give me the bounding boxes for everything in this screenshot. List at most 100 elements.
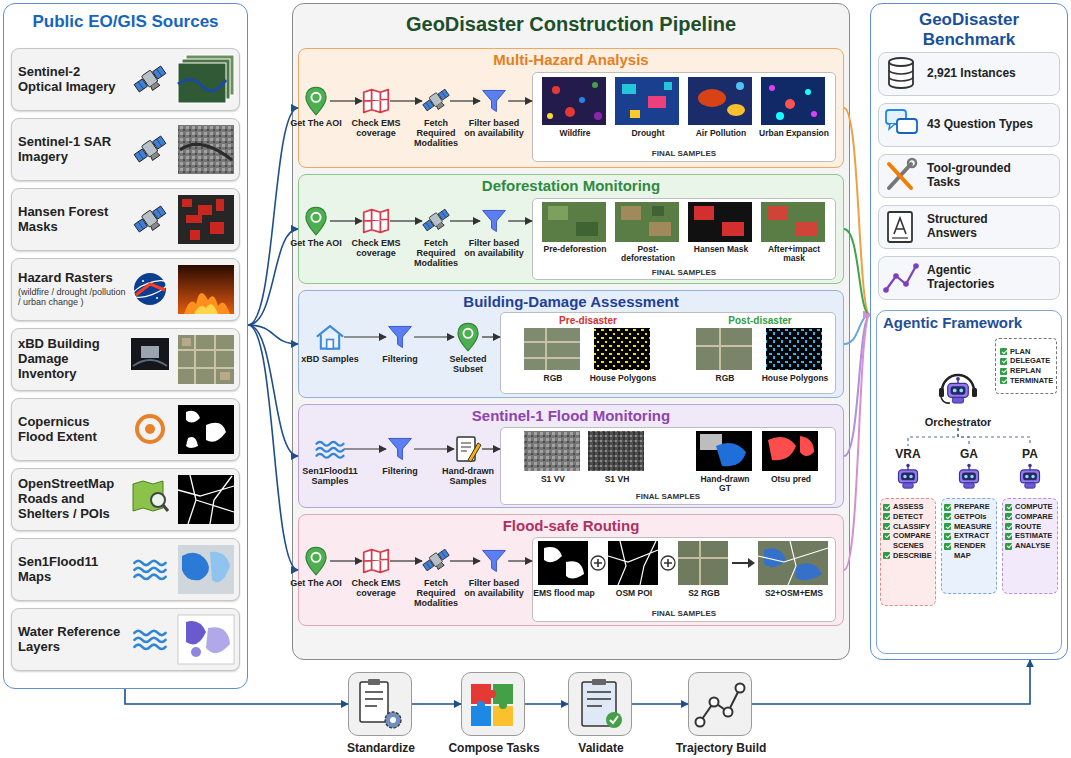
node-label: VRA [895,447,920,461]
source-box: Water Reference Layers [11,608,240,671]
node-label: FINAL SAMPLES [533,268,835,277]
node-label: PREPARE [943,502,995,512]
flow-arrow [632,703,688,705]
node-label: Multi-Hazard Analysis [493,51,648,68]
source-box: OpenStreetMap Roads and Shelters / POIs [11,468,240,531]
node-label: Orchestrator [925,416,992,428]
node-label: Get The AOI [286,119,346,129]
pipeline-step: xBD Samples [316,322,344,352]
node-label: Get The AOI [286,579,346,589]
source-box: Sentinel-2 Optical Imagery [11,48,240,111]
node-label: Fetch Required Modalities [406,119,466,149]
source-box: Sen1Flood11 Maps [11,538,240,601]
tool-list: PREPAREGETPOIsMEASUREEXTRACTRENDER MAP [941,498,997,594]
flow-arrow [412,703,461,705]
node-label: RGB [691,374,759,383]
source-box: Sentinel-1 SAR Imagery [11,118,240,181]
node-label: Compose Tasks [432,741,556,755]
node-label: PA [1022,447,1038,461]
stat-card: 43 Question Types [878,103,1060,147]
flow-arrow [248,108,298,325]
node-label: Deforestation Monitoring [482,177,660,194]
final-samples: Pre-deforestionPost-deforestationHansen … [532,198,836,280]
node-label: GeoDisaster Construction Pipeline [406,13,736,36]
pipeline-step: Get The AOI [302,206,330,236]
node-label: Copernicus Flood Extent [18,415,126,445]
source-box: Hazard Rasters(wildfire / drought /pollu… [11,258,240,321]
flow-arrow [248,325,298,456]
pipeline-step: Filter based on availability [480,546,508,576]
pipeline-band: Building-Damage Assessment xBD Samples Fil… [298,290,844,398]
stage-box: Standardize [348,672,412,736]
source-panel: Public EO/GIS SourcesSentinel-2 Optical … [3,3,248,689]
node-label: Water Reference Layers [18,625,126,655]
node-label: Filter based on availability [464,119,524,139]
pipeline-step: Filtering [386,434,414,464]
node-label: Fetch Required Modalities [406,239,466,269]
flow-arrow [248,325,298,570]
stage-icons [360,679,745,728]
pipeline-step: Check EMS coverage [362,86,390,116]
node-label: Sen1Flood11 Samples [300,467,360,487]
node-label: PLAN [999,347,1056,357]
node-label: Check EMS coverage [346,579,406,599]
source-box: Copernicus Flood Extent [11,398,240,461]
node-label: EMS flood map [533,589,595,598]
pipeline-step: Check EMS coverage [362,546,390,576]
node-label: Hand-drawn Samples [438,467,498,487]
node-label: S2+OSM+EMS [755,589,833,598]
node-label: OpenStreetMap Roads and Shelters / POIs [18,477,126,522]
node-label: Otsu pred [760,475,822,484]
pipeline-step: Fetch Required Modalities [422,86,450,116]
stage-box: Trajectory Build [688,672,752,736]
node-label: (wildfire / drought /pollution / urban c… [18,287,126,308]
agent: VRA [883,446,933,492]
agent: GA [944,446,994,492]
node-label: GeoDisaster Benchmark [894,10,1044,49]
node-label: Check EMS coverage [346,239,406,259]
node-label: Filter based on availability [464,239,524,259]
node-label: Get The AOI [286,239,346,249]
node-label: CLASSIFY [882,522,934,532]
node-label: Sentinel-1 Flood Monitoring [472,407,670,424]
node-label: xBD Samples [300,355,360,365]
pipeline-step: Check EMS coverage [362,206,390,236]
node-label: COMPARE SCENES [882,531,934,551]
node-label: Building-Damage Assessment [463,293,678,310]
node-label: S2 RGB [673,589,735,598]
pipeline-band: Deforestation MonitoringGet The AOI Check… [298,174,844,284]
node-label: Fetch Required Modalities [406,579,466,609]
benchmark-panel: GeoDisaster Benchmark2,921 Instances 43 Q… [870,3,1068,660]
stat-card: Structured Answers [878,205,1060,249]
node-label: Sentinel-1 SAR Imagery [18,135,126,165]
node-label: Pre-deforestion [539,245,611,254]
source-box: xBD Building Damage Inventory [11,328,240,391]
tool-list: ASSESSDETECTCLASSIFYCOMPARE SCENESDESCRI… [880,498,936,606]
node-label: Wildfire [539,129,611,138]
pipeline-band: Flood-safe RoutingGet The AOICheck EMS c… [298,514,844,626]
orchestrator: Orchestrator [923,372,993,428]
pipeline-step: Filter based on availability [480,206,508,236]
node-label: Check EMS coverage [346,119,406,139]
final-samples: EMS flood mapOSM POIS2 RGBS2+OSM+EMSFINA… [532,537,836,622]
node-label: After+impact mask [758,245,830,263]
node-label: Pre-disaster [538,315,638,326]
stat-card: 2,921 Instances [878,52,1060,96]
node-label: House Polygons [761,374,829,383]
node-label: Hansen Forest Masks [18,205,126,235]
stat-card: Tool-grounded Tasks [878,154,1060,198]
node-label: COMPUTE [1004,502,1056,512]
pipeline-step: Filtering [386,322,414,352]
node-label: DELEGATE [999,356,1056,366]
node-label: FINAL SAMPLES [533,609,835,618]
stage-box: Validate [568,672,632,736]
node-label: ROUTE [1004,522,1056,532]
node-label: S1 VH [586,475,648,484]
node-label: xBD Building Damage Inventory [18,337,126,382]
stat-card: Agentic Trajectories [878,256,1060,300]
pipeline-step: Fetch Required Modalities [422,206,450,236]
pipeline-step: Sen1Flood11 Samples [316,434,344,464]
pipeline-band: Multi-Hazard AnalysisGet The AOICheck EM… [298,48,844,168]
node-label: Hand-drawn GT [694,475,756,493]
